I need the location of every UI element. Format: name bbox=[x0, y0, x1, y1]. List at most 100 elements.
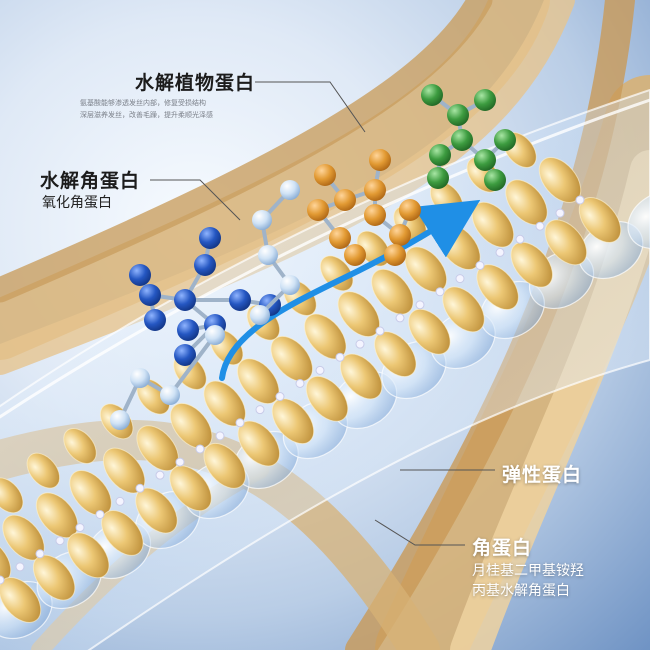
molecule-atom bbox=[429, 144, 451, 166]
bead bbox=[335, 352, 345, 362]
bead bbox=[435, 287, 445, 297]
molecule-atom bbox=[364, 204, 386, 226]
molecule-bond bbox=[168, 333, 217, 397]
keratin-cell bbox=[339, 353, 383, 400]
keratin-cell bbox=[0, 477, 24, 514]
keratin-cell bbox=[305, 375, 349, 422]
molecule-atom bbox=[229, 289, 251, 311]
molecule-atom bbox=[427, 167, 449, 189]
molecule-atom bbox=[205, 325, 225, 345]
bead bbox=[275, 392, 285, 402]
bead bbox=[415, 300, 425, 310]
molecule-atom bbox=[139, 284, 161, 306]
bead bbox=[0, 575, 5, 585]
bead bbox=[175, 457, 185, 467]
bead bbox=[575, 195, 585, 205]
bead bbox=[535, 221, 545, 231]
molecule-atom bbox=[250, 305, 270, 325]
bead bbox=[75, 523, 85, 533]
keratin-title: 角蛋白 bbox=[472, 537, 533, 559]
keratin-cell bbox=[271, 398, 315, 445]
keratin-cell bbox=[510, 241, 553, 288]
penetration-arrow bbox=[219, 199, 481, 381]
bead bbox=[15, 562, 25, 572]
molecule-atom bbox=[389, 224, 411, 246]
keratin-cell bbox=[371, 268, 414, 315]
keratin-cell bbox=[408, 308, 451, 355]
hydrolyzed-keratin-subtitle: 氧化角蛋白 bbox=[42, 195, 112, 211]
molecule-atom bbox=[199, 227, 221, 249]
bead bbox=[95, 509, 105, 519]
keratin-cell bbox=[169, 465, 212, 512]
molecule-atom bbox=[384, 244, 406, 266]
hydrolyzed-keratin-title: 水解角蛋白 bbox=[40, 170, 141, 192]
molecule-atom bbox=[329, 227, 351, 249]
molecule-atom bbox=[280, 275, 300, 295]
molecule-atom bbox=[174, 344, 196, 366]
bead bbox=[215, 431, 225, 441]
molecule-atom bbox=[252, 210, 272, 230]
leader-lines bbox=[150, 81, 495, 546]
bead bbox=[495, 247, 505, 257]
bead bbox=[375, 326, 385, 336]
bead bbox=[555, 208, 565, 218]
plant-protein-detail-line-1: 氨基酸能够渗透发丝内部，修复受损结构 bbox=[80, 99, 206, 107]
molecule-atom bbox=[160, 385, 180, 405]
plant-protein-detail-line-2: 深层滋养发丝，改善毛躁，提升柔顺光泽感 bbox=[80, 111, 213, 119]
molecule-atom bbox=[144, 309, 166, 331]
bead bbox=[135, 483, 145, 493]
plant-protein-title: 水解植物蛋白 bbox=[135, 72, 256, 94]
molecule-atom bbox=[130, 368, 150, 388]
molecule-atom bbox=[494, 129, 516, 151]
molecule-atom bbox=[399, 199, 421, 221]
keratin-cell bbox=[26, 452, 61, 489]
molecule-atom bbox=[258, 245, 278, 265]
molecule-atom bbox=[474, 89, 496, 111]
keratin-cell bbox=[101, 510, 144, 556]
molecule-atom bbox=[421, 84, 443, 106]
keratin-cell bbox=[203, 442, 246, 489]
molecule-atom bbox=[447, 104, 469, 126]
molecule-atom bbox=[280, 180, 300, 200]
keratin-cell bbox=[237, 358, 280, 405]
molecule-atom bbox=[369, 149, 391, 171]
molecule-atom bbox=[110, 410, 130, 430]
bead bbox=[395, 313, 405, 323]
bead bbox=[235, 418, 245, 428]
keratin-cell bbox=[544, 219, 588, 266]
keratin-cell bbox=[67, 532, 110, 579]
bead bbox=[155, 470, 165, 480]
bead bbox=[195, 444, 205, 454]
keratin-cell bbox=[505, 179, 548, 226]
molecule-atom bbox=[364, 179, 386, 201]
molecule-atom bbox=[177, 319, 199, 341]
bead bbox=[515, 234, 525, 244]
molecule-atom bbox=[334, 189, 356, 211]
keratin-cell bbox=[63, 428, 97, 464]
keratin-cell bbox=[337, 291, 381, 338]
keratin-cell bbox=[32, 554, 76, 601]
molecule-atom bbox=[474, 149, 496, 171]
plant-protein-molecule bbox=[307, 149, 421, 266]
bead bbox=[455, 274, 465, 284]
keratin-cell bbox=[319, 255, 354, 292]
molecule-atom bbox=[451, 129, 473, 151]
molecule-atom bbox=[484, 169, 506, 191]
clear-molecule bbox=[110, 180, 300, 430]
keratin-detail-line-2: 丙基水解角蛋白 bbox=[472, 583, 570, 599]
bead bbox=[475, 261, 485, 271]
bead bbox=[35, 549, 45, 559]
bead bbox=[295, 378, 305, 388]
molecule-atom bbox=[129, 264, 151, 286]
bead bbox=[115, 496, 125, 506]
molecule-atom bbox=[344, 244, 366, 266]
bead bbox=[315, 365, 325, 375]
keratin-detail-line-1: 月桂基二甲基铵羟 bbox=[472, 563, 584, 579]
bead bbox=[55, 536, 65, 546]
keratin-cell bbox=[442, 286, 485, 333]
elastin-title: 弹性蛋白 bbox=[502, 464, 583, 486]
molecule-atom bbox=[314, 164, 336, 186]
bead bbox=[255, 405, 265, 415]
